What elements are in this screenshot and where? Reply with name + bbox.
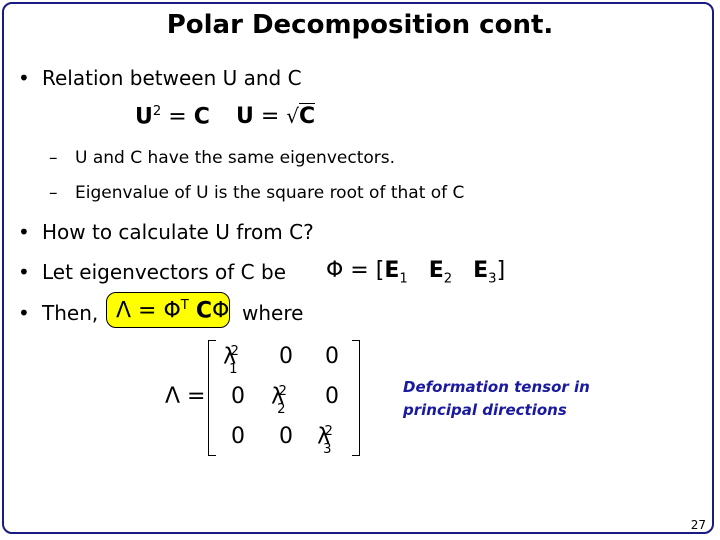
matrix-cell: λ32: [317, 424, 333, 457]
slide-frame: [2, 2, 714, 534]
lambda-equals: Λ =: [165, 384, 206, 409]
bullet-how-to: • How to calculate U from C?: [18, 220, 314, 244]
sub-bullet-dash: –: [49, 183, 58, 203]
sub-bullet-dash: –: [49, 148, 58, 168]
matrix-bracket-left: [208, 340, 216, 456]
bullet-dot: •: [18, 260, 30, 284]
page-number: 27: [690, 518, 706, 532]
matrix-bracket-right: [352, 340, 360, 456]
matrix-cell: 0: [279, 424, 293, 449]
bullet-then: • Then,: [18, 301, 99, 325]
where-label: where: [242, 301, 304, 325]
lambda-matrix: λ12 0 0 0 λ22 0 0 0 λ32: [208, 340, 360, 457]
bullet-relation: • Relation between U and C: [18, 66, 302, 90]
matrix-cell: 0: [325, 384, 339, 409]
bullet-dot: •: [18, 301, 30, 325]
bullet-dot: •: [18, 66, 30, 90]
highlight-box: [106, 292, 230, 328]
annotation: Deformation tensor in principal directio…: [403, 378, 590, 419]
equation-lambda: Λ = ΦT CΦ: [116, 298, 230, 324]
equation-u-squared: U2 = C: [135, 104, 210, 130]
sub-bullet-eigenvalue: – Eigenvalue of U is the square root of …: [49, 183, 465, 203]
equation-u-sqrt: U = √C: [236, 103, 316, 129]
matrix-cell: 0: [279, 344, 293, 369]
bullet-eigenvectors: • Let eigenvectors of C be: [18, 260, 287, 284]
matrix-cell: λ22: [271, 384, 287, 417]
matrix-cell: 0: [231, 384, 245, 409]
equation-phi: Φ = [E1 E2 E3]: [326, 258, 506, 287]
matrix-cell: λ12: [223, 344, 239, 377]
slide-title: Polar Decomposition cont.: [166, 10, 554, 40]
sub-bullet-eigenvectors: – U and C have the same eigenvectors.: [49, 148, 396, 168]
bullet-text: Relation between U and C: [42, 66, 302, 90]
matrix-cell: 0: [325, 344, 339, 369]
matrix-cell: 0: [231, 424, 245, 449]
bullet-dot: •: [18, 220, 30, 244]
